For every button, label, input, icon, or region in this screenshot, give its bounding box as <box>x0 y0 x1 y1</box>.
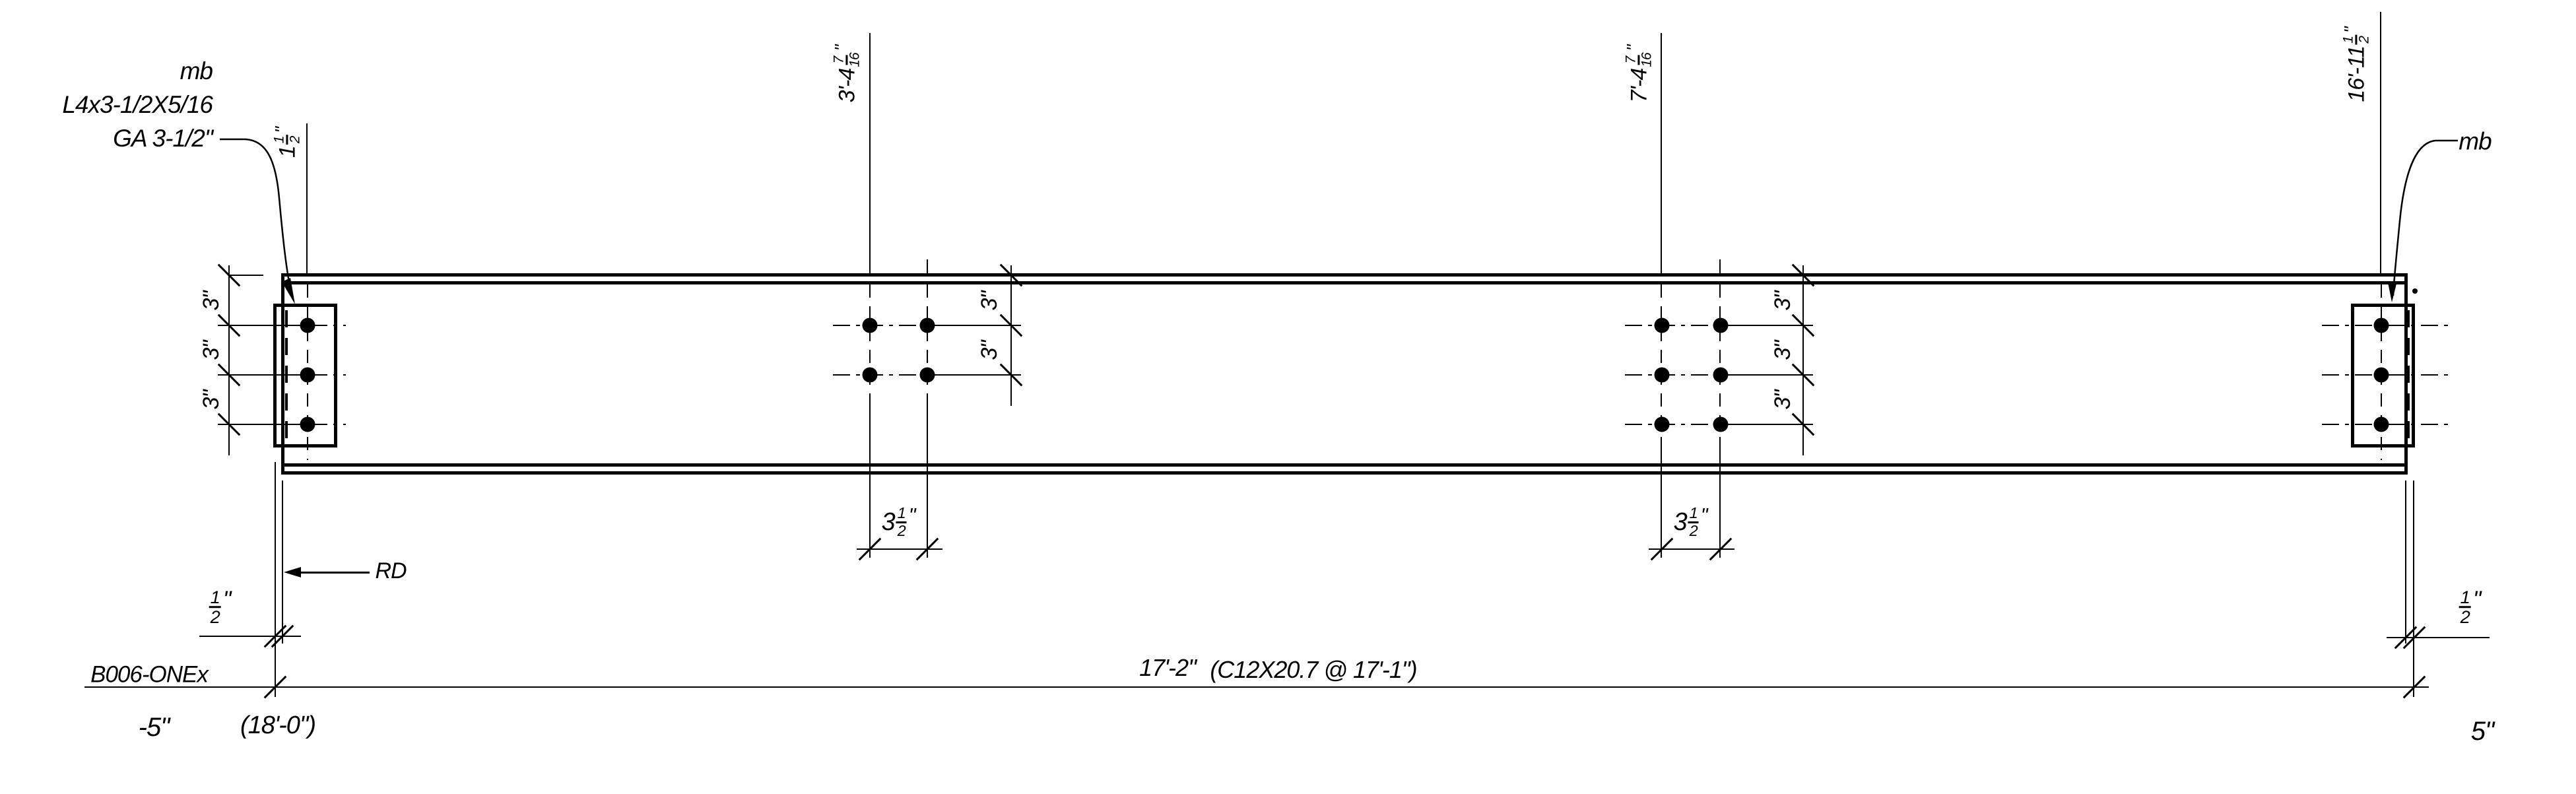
row-centerline <box>310 374 346 376</box>
bolt-centerline <box>1719 284 1721 446</box>
beam-end-extension-right <box>2405 480 2406 644</box>
mb-leader-arrowhead <box>2388 282 2396 302</box>
dimension-line <box>1010 265 1012 406</box>
extension-line <box>1661 33 1662 275</box>
beam-top-flange-inner-line <box>281 281 2408 284</box>
dim-3in-label: 3" <box>977 341 1002 360</box>
dimension-line <box>2387 637 2490 638</box>
extension-line <box>1661 446 1662 558</box>
row-centerline <box>1625 374 1722 376</box>
extension-line <box>929 325 1021 326</box>
dim-3in-label: 3" <box>1770 390 1795 410</box>
dim-3in-label: 3" <box>1770 291 1795 311</box>
piece-mark-label: B006-ONEx <box>90 661 209 688</box>
grid-span-label: (18'-0") <box>240 711 316 739</box>
row-centerline <box>2322 374 2450 376</box>
beam-right-end-line <box>2404 273 2408 475</box>
dimension-line <box>1649 548 1734 550</box>
stray-dot <box>2412 288 2418 294</box>
row-centerline <box>1625 424 1722 425</box>
dimension-line <box>84 686 2429 688</box>
row-centerline <box>2322 325 2450 326</box>
bolt-centerline <box>307 284 308 460</box>
rd-label: RD <box>375 558 407 583</box>
dim-3in-label: 3" <box>199 291 224 311</box>
length-dim-label: 17'-2" <box>1139 654 1197 681</box>
beam-left-end-line <box>281 273 284 475</box>
work-line-right <box>2413 480 2414 697</box>
extension-line <box>1722 424 1813 425</box>
material-note: (C12X20.7 @ 17'-1") <box>1210 656 1417 683</box>
beam-top-flange-outer-line <box>281 273 2408 277</box>
dimension-line <box>228 265 230 455</box>
row-centerline <box>310 424 346 425</box>
extension-line <box>927 400 928 558</box>
connection-note-block: mb L4x3-1/2X5/16 GA 3-1/2" <box>0 54 213 155</box>
row-centerline <box>2322 424 2450 425</box>
clip-angle-right-osl-hidden-line <box>2407 310 2410 442</box>
extension-line <box>869 400 871 558</box>
beam-bottom-flange-inner-line <box>281 463 2408 467</box>
gauge-note: GA 3-1/2" <box>113 125 213 152</box>
extension-line <box>218 374 310 376</box>
dimension-line <box>199 636 301 637</box>
row-centerline <box>310 325 346 326</box>
extension-line <box>1719 259 1721 277</box>
work-line-left <box>275 462 276 697</box>
bolt-centerline <box>869 284 871 400</box>
extension-line <box>1719 446 1721 558</box>
bolt-centerline <box>2381 284 2382 460</box>
extension-line <box>1722 325 1813 326</box>
clip-angle-right <box>2351 304 2415 447</box>
beam-end-extension-left <box>282 480 283 644</box>
extension-line <box>218 424 310 425</box>
clip-angle-left-osl-hidden-line <box>285 310 288 442</box>
dim-3in-label: 3" <box>977 291 1002 311</box>
dim-3in-label: 3" <box>199 341 224 360</box>
extension-line <box>1722 374 1813 376</box>
offset-left-label: -5" <box>138 713 170 742</box>
offset-right-label: 5" <box>2470 717 2494 746</box>
beam-bottom-flange-outer-line <box>281 471 2408 475</box>
row-centerline <box>833 325 929 326</box>
extension-line <box>929 374 1021 376</box>
extension-line <box>218 325 310 326</box>
clip-angle-left <box>273 304 337 447</box>
dimension-line <box>857 548 942 550</box>
angle-size-note: L4x3-1/2X5/16 <box>62 91 213 118</box>
bolt-centerline <box>1661 284 1662 446</box>
rd-leader-line <box>297 572 370 574</box>
mark-label-right: mb <box>2459 127 2492 155</box>
extension-line <box>869 33 871 275</box>
extension-line <box>927 259 928 277</box>
mb-leader-line <box>2392 139 2458 296</box>
mark-label-left: mb <box>180 57 213 84</box>
extension-line <box>229 275 263 276</box>
row-centerline <box>833 374 929 376</box>
bolt-centerline <box>927 284 928 400</box>
extension-line <box>2380 12 2381 275</box>
row-centerline <box>1625 325 1722 326</box>
extension-line <box>306 123 308 275</box>
dim-3in-label: 3" <box>199 390 224 410</box>
dim-3in-label: 3" <box>1770 341 1795 360</box>
dimension-line <box>1802 265 1804 455</box>
